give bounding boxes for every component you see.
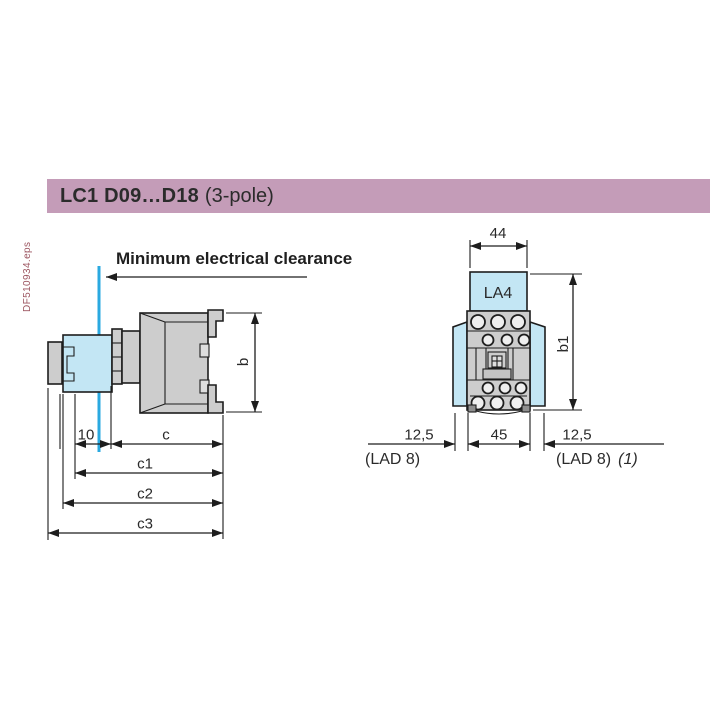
product-variant: (3-pole) xyxy=(204,184,274,207)
dim-c1-label: c1 xyxy=(137,456,153,473)
product-reference: LC1 D09…D18 xyxy=(60,184,199,207)
clearance-label: Minimum electrical clearance xyxy=(116,249,353,268)
dim-c-label: c xyxy=(162,427,170,444)
dim-c2-label: c2 xyxy=(137,486,153,503)
dim-c2: c2 xyxy=(63,486,223,507)
dim-c3-label: c3 xyxy=(137,516,153,533)
wing-right xyxy=(529,320,546,407)
side-extension-lines xyxy=(47,386,224,540)
bottom-arc xyxy=(475,410,523,415)
dim-b: b xyxy=(226,312,262,413)
front-bottom-dims: 12,5 45 12,5 (LAD 8) (LAD 8) (1) xyxy=(365,413,664,468)
side-terminal-block xyxy=(121,330,141,384)
front-centre-detail xyxy=(475,348,514,380)
la4-label: LA4 xyxy=(484,285,513,302)
terminals-bottom xyxy=(470,381,528,411)
side-module-notch xyxy=(63,346,75,382)
dim-125-left-label: 12,5 xyxy=(404,427,433,444)
section-header-bar: LC1 D09…D18 (3-pole) xyxy=(47,179,710,213)
footnote-ref: (1) xyxy=(618,451,638,468)
dim-b1-label: b1 xyxy=(555,336,572,353)
terminals-top xyxy=(470,314,531,347)
dim-125-right-label: 12,5 xyxy=(562,427,591,444)
dim-c: c xyxy=(111,427,223,448)
front-view: 44 LA4 xyxy=(365,225,664,468)
dim-b-label: b xyxy=(235,358,252,366)
side-main-body xyxy=(139,312,209,414)
wing-left xyxy=(452,320,468,407)
dim-b1: b1 xyxy=(530,273,582,411)
foot-right xyxy=(521,404,531,413)
side-mount-flange-bottom xyxy=(207,384,224,414)
side-back-block xyxy=(47,341,63,385)
foot-left xyxy=(467,404,477,413)
dim-c1: c1 xyxy=(75,456,223,477)
lad8-right-label: (LAD 8) (1) xyxy=(556,451,638,468)
side-front-module xyxy=(62,334,113,393)
side-slot-top xyxy=(199,343,210,358)
dim-10: 10 xyxy=(75,427,111,448)
side-mount-flange-top xyxy=(207,309,224,338)
dim-10-label: 10 xyxy=(78,427,95,444)
side-view: b 10 c c1 xyxy=(47,266,307,540)
dim-44-label: 44 xyxy=(490,225,507,242)
lad8-right-text: (LAD 8) xyxy=(556,451,611,468)
lad8-left-label: (LAD 8) xyxy=(365,451,420,468)
dim-c3: c3 xyxy=(48,516,223,537)
dim-45-label: 45 xyxy=(491,427,508,444)
dim-44: 44 xyxy=(469,225,528,268)
la4-module xyxy=(469,271,528,312)
